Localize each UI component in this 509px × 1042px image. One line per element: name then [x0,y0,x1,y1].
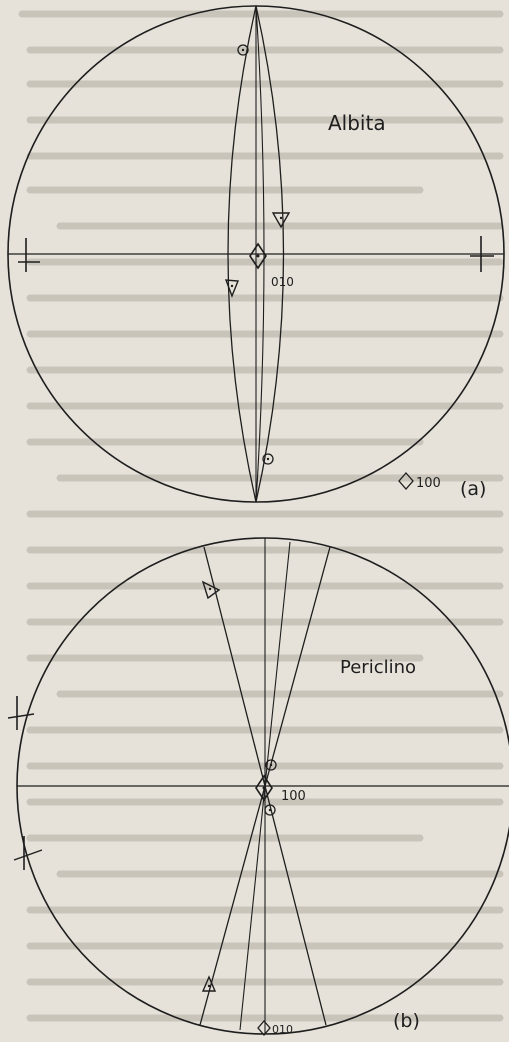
pole-label-010: 010 [271,275,294,289]
cross-tick-icon [470,236,494,272]
great-circle-east-a [255,5,285,503]
diagram-title-periclino: Periclino [340,657,416,678]
diagram-label-b: (b) [393,1010,420,1032]
circle-pole-icon [262,453,274,465]
circle-pole-icon [264,804,276,816]
plane-3-b [239,541,291,1031]
diagram-albita: Albita 010 100 (a) [7,5,505,503]
triangle-down-pole-icon [201,580,221,600]
triangle-down-pole-icon [271,212,291,229]
diagram-label-a: (a) [460,478,486,500]
great-circle-west-a [227,5,257,503]
diamond-pole-icon [255,774,273,802]
cross-tick-icon [18,238,40,272]
circle-pole-icon [265,759,277,771]
diamond-pole-icon [257,1020,271,1036]
diamond-pole-icon [249,242,267,270]
pole-label-100: 100 [281,789,306,804]
pole-label-100: 100 [416,476,441,491]
triangle-up-pole-icon [224,279,240,298]
circle-pole-icon [237,44,249,56]
cross-tick-icon [7,696,35,730]
cross-tick-icon [13,836,43,870]
diamond-pole-icon [398,472,414,490]
triangle-up-pole-icon [201,975,217,992]
diagram-periclino: Periclino 100 010 (b) [7,537,509,1036]
diagram-title-albita: Albita [328,111,386,135]
background-text-lines [18,10,504,1022]
pole-label-010: 010 [272,1023,293,1036]
